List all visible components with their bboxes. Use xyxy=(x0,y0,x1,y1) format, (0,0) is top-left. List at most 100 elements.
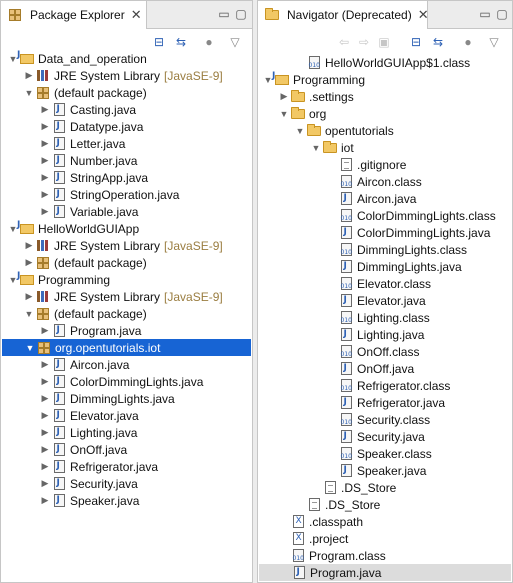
tree-item[interactable]: ▶Variable.java xyxy=(1,203,139,220)
expand-toggle-icon[interactable]: ▶ xyxy=(25,291,33,301)
tree-item[interactable]: DimmingLights.class xyxy=(258,241,467,258)
maximize-icon[interactable]: ▢ xyxy=(496,7,508,21)
tree-item[interactable]: ▶Datatype.java xyxy=(1,118,144,135)
tree-item[interactable]: ▼org xyxy=(258,105,326,122)
expand-toggle-icon[interactable]: ▶ xyxy=(41,410,49,420)
minimize-icon[interactable]: ▭ xyxy=(218,7,230,21)
tree-item[interactable]: ▶.settings xyxy=(258,88,354,105)
close-icon[interactable]: ✕ xyxy=(417,7,429,22)
expand-toggle-icon[interactable]: ▼ xyxy=(8,53,18,64)
expand-toggle-icon[interactable]: ▼ xyxy=(279,108,289,119)
tree-item[interactable]: OnOff.java xyxy=(258,360,414,377)
tree-item[interactable]: ▶Program.java xyxy=(1,322,142,339)
tree-item[interactable]: ▶JRE System Library[JavaSE-9] xyxy=(1,67,223,84)
expand-toggle-icon[interactable]: ▶ xyxy=(25,257,33,267)
tree-item[interactable]: ▶Casting.java xyxy=(1,101,137,118)
tree-item[interactable]: ▶DimmingLights.java xyxy=(1,390,175,407)
forward-arrow-icon[interactable]: ⇨ xyxy=(358,35,370,49)
tree-item[interactable]: Program.class xyxy=(258,547,386,564)
tree-item[interactable]: .project xyxy=(258,530,348,547)
expand-toggle-icon[interactable]: ▶ xyxy=(25,240,33,250)
tree-item[interactable]: Speaker.java xyxy=(258,462,426,479)
expand-toggle-icon[interactable]: ▼ xyxy=(295,125,305,136)
tree-item[interactable]: Elevator.class xyxy=(258,275,431,292)
tree-item[interactable]: ▶Speaker.java xyxy=(1,492,140,509)
close-icon[interactable]: ✕ xyxy=(130,7,142,22)
tree-item[interactable]: OnOff.class xyxy=(258,343,419,360)
expand-toggle-icon[interactable]: ▼ xyxy=(24,87,34,98)
tree-item[interactable]: HelloWorldGUIApp$1.class xyxy=(258,54,470,71)
expand-toggle-icon[interactable]: ▶ xyxy=(41,121,49,131)
tree-item[interactable]: Program.java xyxy=(259,564,511,581)
tab-package-explorer[interactable]: Package Explorer ✕ xyxy=(1,1,147,29)
tree-item[interactable]: ▼Programming xyxy=(258,71,366,88)
up-icon[interactable]: ▣ xyxy=(378,35,390,49)
tree-item[interactable]: ▶Refrigerator.java xyxy=(1,458,159,475)
back-arrow-icon[interactable]: ⇦ xyxy=(338,35,350,49)
tree-item[interactable]: ▼org.opentutorials.iot xyxy=(2,339,251,356)
tree-item[interactable]: ▼(default package) xyxy=(1,84,147,101)
expand-toggle-icon[interactable]: ▶ xyxy=(41,206,49,216)
tree-item[interactable]: ▼Programming xyxy=(1,271,111,288)
expand-toggle-icon[interactable]: ▶ xyxy=(41,189,49,199)
tree-item[interactable]: .DS_Store xyxy=(258,496,380,513)
tree-item[interactable]: ▶Security.java xyxy=(1,475,138,492)
expand-toggle-icon[interactable]: ▶ xyxy=(41,138,49,148)
tree-item[interactable]: Security.class xyxy=(258,411,430,428)
tree-item[interactable]: ▶(default package) xyxy=(1,254,147,271)
collapse-all-icon[interactable]: ⊟ xyxy=(410,35,422,49)
tree-item[interactable]: ▶StringOperation.java xyxy=(1,186,180,203)
tree-item[interactable]: Aircon.class xyxy=(258,173,422,190)
tab-navigator[interactable]: Navigator (Deprecated) ✕ xyxy=(258,1,429,29)
tree-item[interactable]: DimmingLights.java xyxy=(258,258,462,275)
expand-toggle-icon[interactable]: ▼ xyxy=(25,342,35,353)
expand-toggle-icon[interactable]: ▼ xyxy=(24,308,34,319)
expand-toggle-icon[interactable]: ▶ xyxy=(41,155,49,165)
tree-item[interactable]: Elevator.java xyxy=(258,292,426,309)
tree-item[interactable]: ▶OnOff.java xyxy=(1,441,128,458)
tree-item[interactable]: ColorDimmingLights.java xyxy=(258,224,490,241)
expand-toggle-icon[interactable]: ▼ xyxy=(263,74,273,85)
tree-item[interactable]: ▼HelloWorldGUIApp xyxy=(1,220,140,237)
minimize-icon[interactable]: ▭ xyxy=(479,7,491,21)
tree-item[interactable]: Lighting.java xyxy=(258,326,424,343)
expand-toggle-icon[interactable]: ▼ xyxy=(311,142,321,153)
tree-item[interactable]: ▶Aircon.java xyxy=(1,356,130,373)
tree-item[interactable]: ▶Number.java xyxy=(1,152,138,169)
tree-item[interactable]: ▶Letter.java xyxy=(1,135,126,152)
expand-toggle-icon[interactable]: ▶ xyxy=(41,325,49,335)
expand-toggle-icon[interactable]: ▶ xyxy=(41,172,49,182)
tree-item[interactable]: Lighting.class xyxy=(258,309,430,326)
tree-item[interactable]: .classpath xyxy=(258,513,363,530)
expand-toggle-icon[interactable]: ▶ xyxy=(41,376,49,386)
expand-toggle-icon[interactable]: ▶ xyxy=(41,478,49,488)
tree-item[interactable]: Security.java xyxy=(258,428,425,445)
tree-item[interactable]: ▶StringApp.java xyxy=(1,169,149,186)
tree-item[interactable]: ▶JRE System Library[JavaSE-9] xyxy=(1,237,223,254)
tree-item[interactable]: .DS_Store xyxy=(258,479,396,496)
expand-toggle-icon[interactable]: ▶ xyxy=(25,70,33,80)
link-with-editor-icon[interactable]: ⇆ xyxy=(432,35,444,49)
tree-item[interactable]: ▶JRE System Library[JavaSE-9] xyxy=(1,288,223,305)
expand-toggle-icon[interactable]: ▶ xyxy=(41,427,49,437)
expand-toggle-icon[interactable]: ▶ xyxy=(41,393,49,403)
tree-item[interactable]: .gitignore xyxy=(258,156,406,173)
tree-item[interactable]: ▼Data_and_operation xyxy=(1,50,147,67)
expand-toggle-icon[interactable]: ▶ xyxy=(41,359,49,369)
expand-toggle-icon[interactable]: ▶ xyxy=(41,461,49,471)
expand-toggle-icon[interactable]: ▼ xyxy=(8,223,18,234)
tree-item[interactable]: ▶Elevator.java xyxy=(1,407,139,424)
tree-item[interactable]: Speaker.class xyxy=(258,445,432,462)
focus-icon[interactable]: ● xyxy=(464,35,472,49)
expand-toggle-icon[interactable]: ▶ xyxy=(41,495,49,505)
tree-item[interactable]: Aircon.java xyxy=(258,190,416,207)
tree-item[interactable]: ▼(default package) xyxy=(1,305,147,322)
tree-item[interactable]: ▶Lighting.java xyxy=(1,424,138,441)
collapse-all-icon[interactable]: ⊟ xyxy=(153,35,165,49)
maximize-icon[interactable]: ▢ xyxy=(235,7,247,21)
view-menu-icon[interactable]: ▽ xyxy=(489,35,499,49)
tree-item[interactable]: Refrigerator.class xyxy=(258,377,450,394)
focus-icon[interactable]: ● xyxy=(205,35,213,49)
expand-toggle-icon[interactable]: ▶ xyxy=(280,91,288,101)
expand-toggle-icon[interactable]: ▼ xyxy=(8,274,18,285)
